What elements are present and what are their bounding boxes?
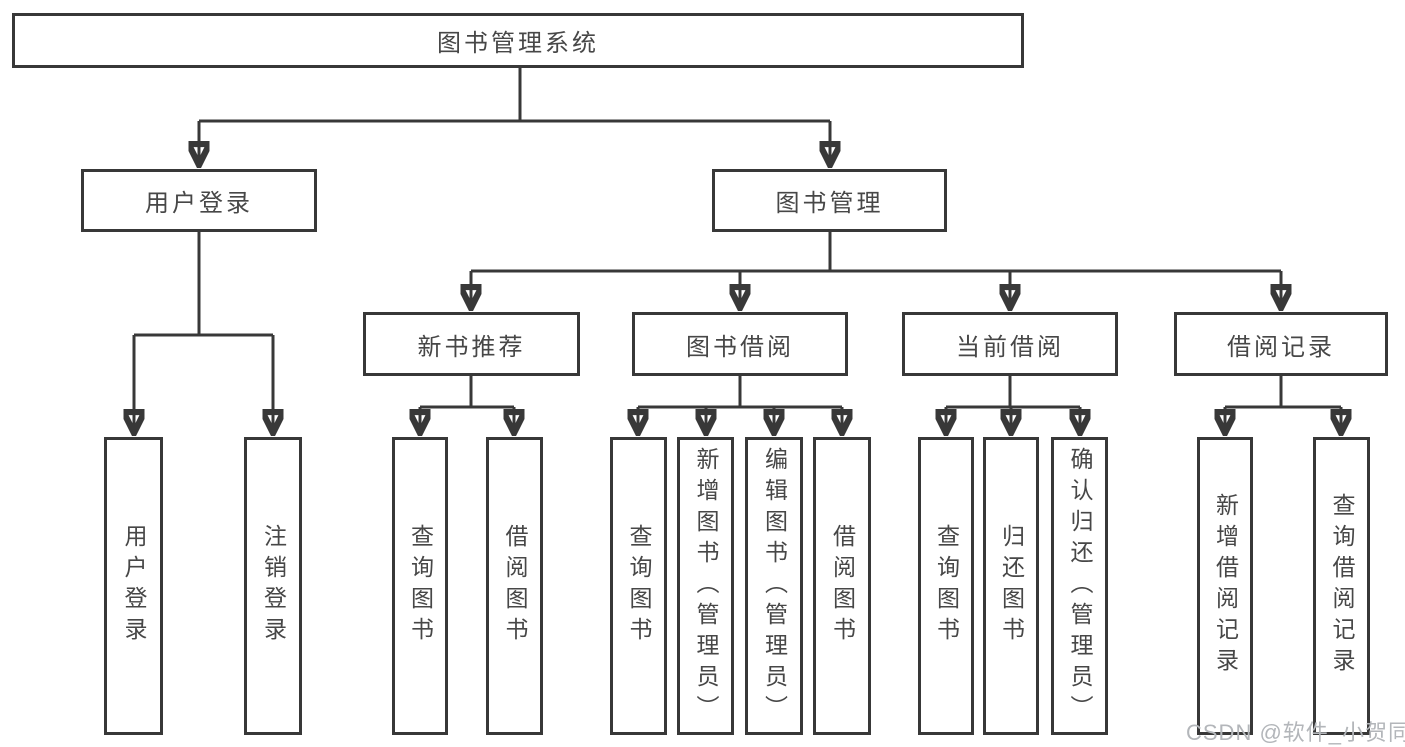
leaf-edit-book-admin: 编辑图书（管理员） bbox=[745, 437, 803, 735]
node-book-borrow: 图书借阅 bbox=[632, 312, 848, 376]
connector-book-borrow-branch bbox=[638, 376, 842, 409]
csdn-watermark: CSDN @软件_小贺同学 bbox=[1186, 720, 1405, 745]
leaf-add-borrow-record: 新增借阅记录 bbox=[1197, 437, 1253, 735]
leaf-user-login: 用户登录 bbox=[104, 437, 163, 735]
leaf-add-book-admin: 新增图书（管理员） bbox=[677, 437, 734, 735]
leaf-confirm-return-admin: 确认归还（管理员） bbox=[1051, 437, 1108, 735]
connector-borrow-records-branch bbox=[1225, 376, 1341, 409]
connector-book-management-branch bbox=[471, 232, 1281, 273]
connector-root-to-level2 bbox=[199, 68, 830, 123]
connector-current-borrow-branch bbox=[946, 376, 1080, 409]
node-new-book-recommend: 新书推荐 bbox=[363, 312, 580, 376]
leaf-rec-borrow-books: 借阅图书 bbox=[486, 437, 543, 735]
node-book-management: 图书管理 bbox=[712, 169, 947, 232]
leaf-query-borrow-record: 查询借阅记录 bbox=[1313, 437, 1370, 735]
connector-new-book-recommend-branch bbox=[420, 376, 514, 409]
node-current-borrow: 当前借阅 bbox=[902, 312, 1118, 376]
leaf-borrow-query-books: 查询图书 bbox=[610, 437, 667, 735]
node-borrow-records: 借阅记录 bbox=[1174, 312, 1388, 376]
connector-user-login-branch bbox=[134, 232, 273, 337]
node-user-login-branch: 用户登录 bbox=[81, 169, 317, 232]
leaf-cur-query-books: 查询图书 bbox=[918, 437, 974, 735]
leaf-return-books: 归还图书 bbox=[983, 437, 1039, 735]
node-library-system: 图书管理系统 bbox=[12, 13, 1024, 68]
leaf-rec-query-books: 查询图书 bbox=[392, 437, 448, 735]
leaf-borrow-lend-books: 借阅图书 bbox=[813, 437, 871, 735]
leaf-logout-login: 注销登录 bbox=[244, 437, 302, 735]
